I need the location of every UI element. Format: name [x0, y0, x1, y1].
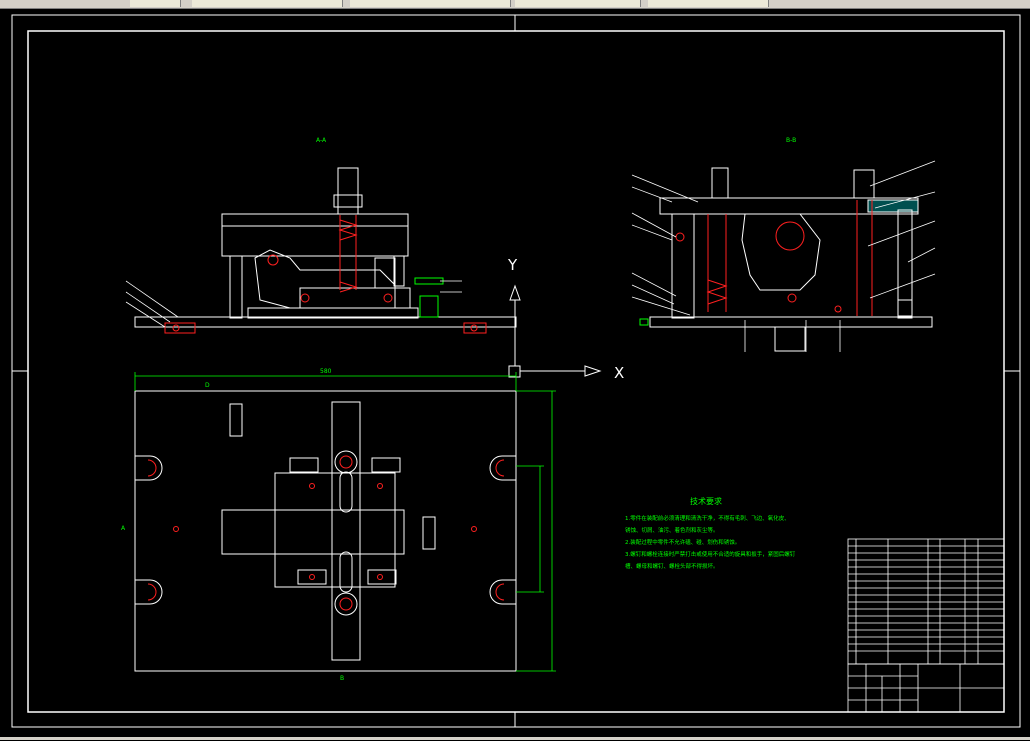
tech-line: 1.零件在装配前必须清理和清洗干净，不得有毛刺、飞边、氧化皮、: [625, 514, 790, 522]
toolbar-button[interactable]: [350, 0, 511, 7]
tech-line: 槽、螺母和螺钉、螺栓头部不得损坏。: [625, 562, 719, 570]
toolbar-button[interactable]: [515, 0, 641, 7]
title-block: [847, 538, 1005, 713]
plan-view-red: [147, 455, 505, 611]
front-view-leaders: [125, 280, 462, 328]
tech-line: 2.装配过程中零件不允许磕、碰、划伤和锈蚀。: [625, 538, 740, 546]
sheet-border: [11, 14, 1021, 728]
status-strip: [0, 737, 1030, 740]
window-toolbar-strip: [0, 0, 1030, 9]
plan-view: [134, 390, 517, 672]
section-a-label: A-A: [316, 137, 327, 144]
cut-label-d: D: [205, 382, 210, 389]
cad-drawing-canvas[interactable]: A-A B-B: [0, 9, 1030, 737]
tech-line: 锈蚀、切屑、油污、着色剂和灰尘等。: [625, 526, 719, 534]
side-view: [639, 167, 933, 352]
toolbar-button[interactable]: [130, 0, 181, 7]
toolbar-button[interactable]: [648, 0, 769, 7]
tech-line: 3.螺钉和螺栓连接时严禁打击或使用不合适的旋具和扳手，紧固后螺钉: [625, 550, 796, 558]
tech-requirements: 1.零件在装配前必须清理和清洗干净，不得有毛刺、飞边、氧化皮、 锈蚀、切屑、油污…: [625, 514, 796, 570]
front-view-springs: [172, 215, 478, 332]
section-b-label: B-B: [786, 137, 796, 144]
width-dimension: 580: [320, 368, 332, 375]
axis-y-label: Y: [507, 256, 518, 274]
plan-view-dimensions: [134, 372, 556, 672]
tech-requirements-title: 技术要求: [690, 496, 722, 506]
side-view-leaders: [631, 160, 936, 352]
cut-label-b: B: [340, 675, 344, 682]
front-view: [134, 167, 517, 334]
ucs-icon: [508, 284, 602, 378]
side-view-springs: [675, 200, 873, 316]
cut-label-a: A: [121, 525, 126, 532]
toolbar-button[interactable]: [192, 0, 343, 7]
axis-x-label: X: [614, 364, 624, 382]
